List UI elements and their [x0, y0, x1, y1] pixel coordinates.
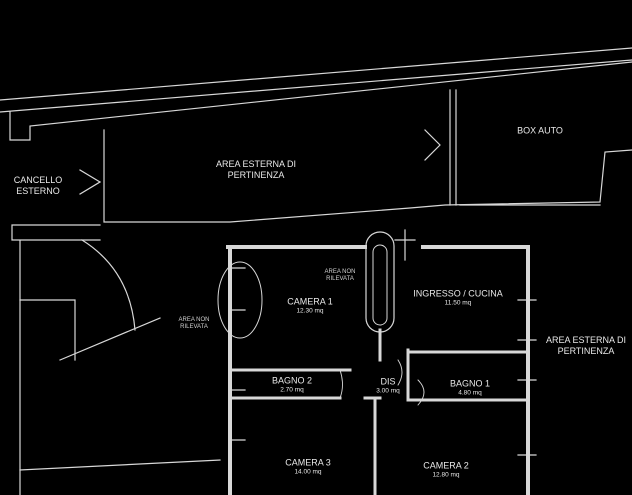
area-non-rilevata-ellipse [217, 261, 263, 339]
left-building [11, 224, 101, 495]
label-box-auto: BOX AUTO [517, 125, 563, 136]
left-ground [19, 459, 221, 471]
pillar [365, 231, 395, 333]
left-stair [19, 299, 161, 361]
wall-horizontal-mid [230, 368, 382, 400]
box-auto-wall [449, 89, 457, 206]
gate-icon [79, 169, 101, 195]
property-boundary-top [0, 47, 632, 113]
boundary-left-step [9, 61, 632, 141]
external-area-outline [103, 129, 632, 223]
wall-dis-right [406, 348, 528, 402]
left-curve [81, 239, 136, 331]
box-gate-icon [424, 129, 441, 161]
